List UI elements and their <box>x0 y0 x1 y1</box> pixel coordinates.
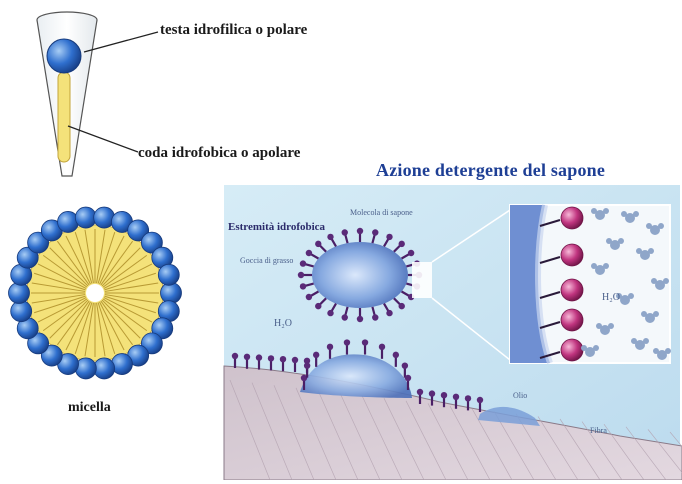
soap-molecule-head <box>300 283 306 289</box>
micelle-head <box>11 301 32 322</box>
soap-molecule-head <box>372 314 378 320</box>
water-hydrogen <box>631 338 637 344</box>
label-fiber: Fibra <box>590 426 607 435</box>
soap-molecule-head <box>402 362 408 368</box>
soap-molecule-head <box>300 260 306 266</box>
soap-molecule-head <box>429 390 435 396</box>
soap-molecule-head <box>306 250 312 256</box>
water-hydrogen <box>593 345 599 351</box>
soap-molecule-head <box>465 395 471 401</box>
water-hydrogen <box>663 278 669 284</box>
soap-molecule-head <box>417 389 423 395</box>
water-hydrogen <box>596 323 602 329</box>
water-hydrogen <box>608 323 614 329</box>
soap-molecule-head <box>327 234 333 240</box>
water-hydrogen <box>633 211 639 217</box>
label-water-left: H₂O <box>274 318 292 329</box>
soap-molecule-head <box>357 316 363 322</box>
water-hydrogen <box>648 248 654 254</box>
inset-soap-head <box>561 309 583 331</box>
water-hydrogen <box>653 348 659 354</box>
soap-molecule-head <box>315 303 321 309</box>
soap-molecule-head <box>232 353 238 359</box>
soap-molecule-head <box>244 354 250 360</box>
soap-molecule-head <box>327 344 333 350</box>
grease-droplet <box>312 242 408 308</box>
soap-molecule-head <box>327 310 333 316</box>
label-soap-molecule: Molecola di sapone <box>350 208 413 217</box>
water-hydrogen <box>603 208 609 214</box>
soap-molecule-head <box>280 356 286 362</box>
micelle-head <box>158 264 179 285</box>
water-hydrogen <box>646 223 652 229</box>
soap-molecule-head <box>386 310 392 316</box>
soap-molecule-head <box>292 357 298 363</box>
water-hydrogen <box>621 211 627 217</box>
soap-molecule-head <box>379 344 385 350</box>
zoom-source-box <box>412 262 432 298</box>
soap-molecule-head <box>313 352 319 358</box>
water-hydrogen <box>628 293 634 299</box>
water-hydrogen <box>618 238 624 244</box>
label-hydrophobic-extremity: Estremità idrofobica <box>228 221 325 233</box>
soap-molecule-head <box>386 234 392 240</box>
label-hydrophobic-tail: coda idrofobica o apolare <box>138 145 300 162</box>
inset-soap-head <box>561 339 583 361</box>
soap-molecule-head <box>453 394 459 400</box>
label-grease-drop: Goccia di grasso <box>240 256 293 265</box>
soap-molecule-head <box>342 314 348 320</box>
micelle-head <box>75 207 96 228</box>
water-hydrogen <box>658 223 664 229</box>
water-hydrogen <box>603 263 609 269</box>
soap-molecule-head <box>256 354 262 360</box>
diagram-title: Azione detergente del sapone <box>376 160 605 181</box>
label-hydrophilic-head: testa idrofilica o polare <box>160 22 307 39</box>
soap-molecule-head <box>268 355 274 361</box>
water-hydrogen <box>643 338 649 344</box>
soap-molecule-head <box>399 303 405 309</box>
soap-molecule-head <box>304 362 310 368</box>
water-hydrogen <box>591 263 597 269</box>
label-water-right: H₂O <box>602 292 620 303</box>
inset-soap-head <box>561 244 583 266</box>
soap-molecule-head <box>477 397 483 403</box>
soap-molecule-head <box>342 229 348 235</box>
micelle-head <box>9 283 30 304</box>
water-hydrogen <box>636 248 642 254</box>
soap-molecule-head <box>441 392 447 398</box>
micelle-core <box>86 284 104 302</box>
water-hydrogen <box>606 238 612 244</box>
water-hydrogen <box>581 345 587 351</box>
soap-molecule-head <box>357 228 363 234</box>
soap-molecule-head <box>405 375 411 381</box>
hydrophilic-head <box>47 39 81 73</box>
label-oil: Olio <box>513 391 527 400</box>
inset-soap-head <box>561 207 583 229</box>
water-hydrogen <box>651 278 657 284</box>
soap-molecule-head <box>344 339 350 345</box>
soap-molecule-head <box>298 272 304 278</box>
inset-soap-head <box>561 279 583 301</box>
micelle-diagram <box>9 207 182 379</box>
soap-molecule-head <box>408 250 414 256</box>
water-hydrogen <box>653 311 659 317</box>
hydrophobic-tail <box>58 72 70 162</box>
soap-molecule-head <box>393 352 399 358</box>
label-micelle: micella <box>68 400 111 416</box>
micelle-head <box>161 283 182 304</box>
zoom-inset <box>510 205 671 363</box>
water-hydrogen <box>591 208 597 214</box>
soap-molecule-head <box>399 241 405 247</box>
soap-molecule-head <box>306 294 312 300</box>
micelle-head <box>94 358 115 379</box>
soap-molecule-head <box>362 339 368 345</box>
soap-molecule-head <box>315 241 321 247</box>
water-hydrogen <box>641 311 647 317</box>
soap-molecule-head <box>372 229 378 235</box>
water-hydrogen <box>665 348 671 354</box>
